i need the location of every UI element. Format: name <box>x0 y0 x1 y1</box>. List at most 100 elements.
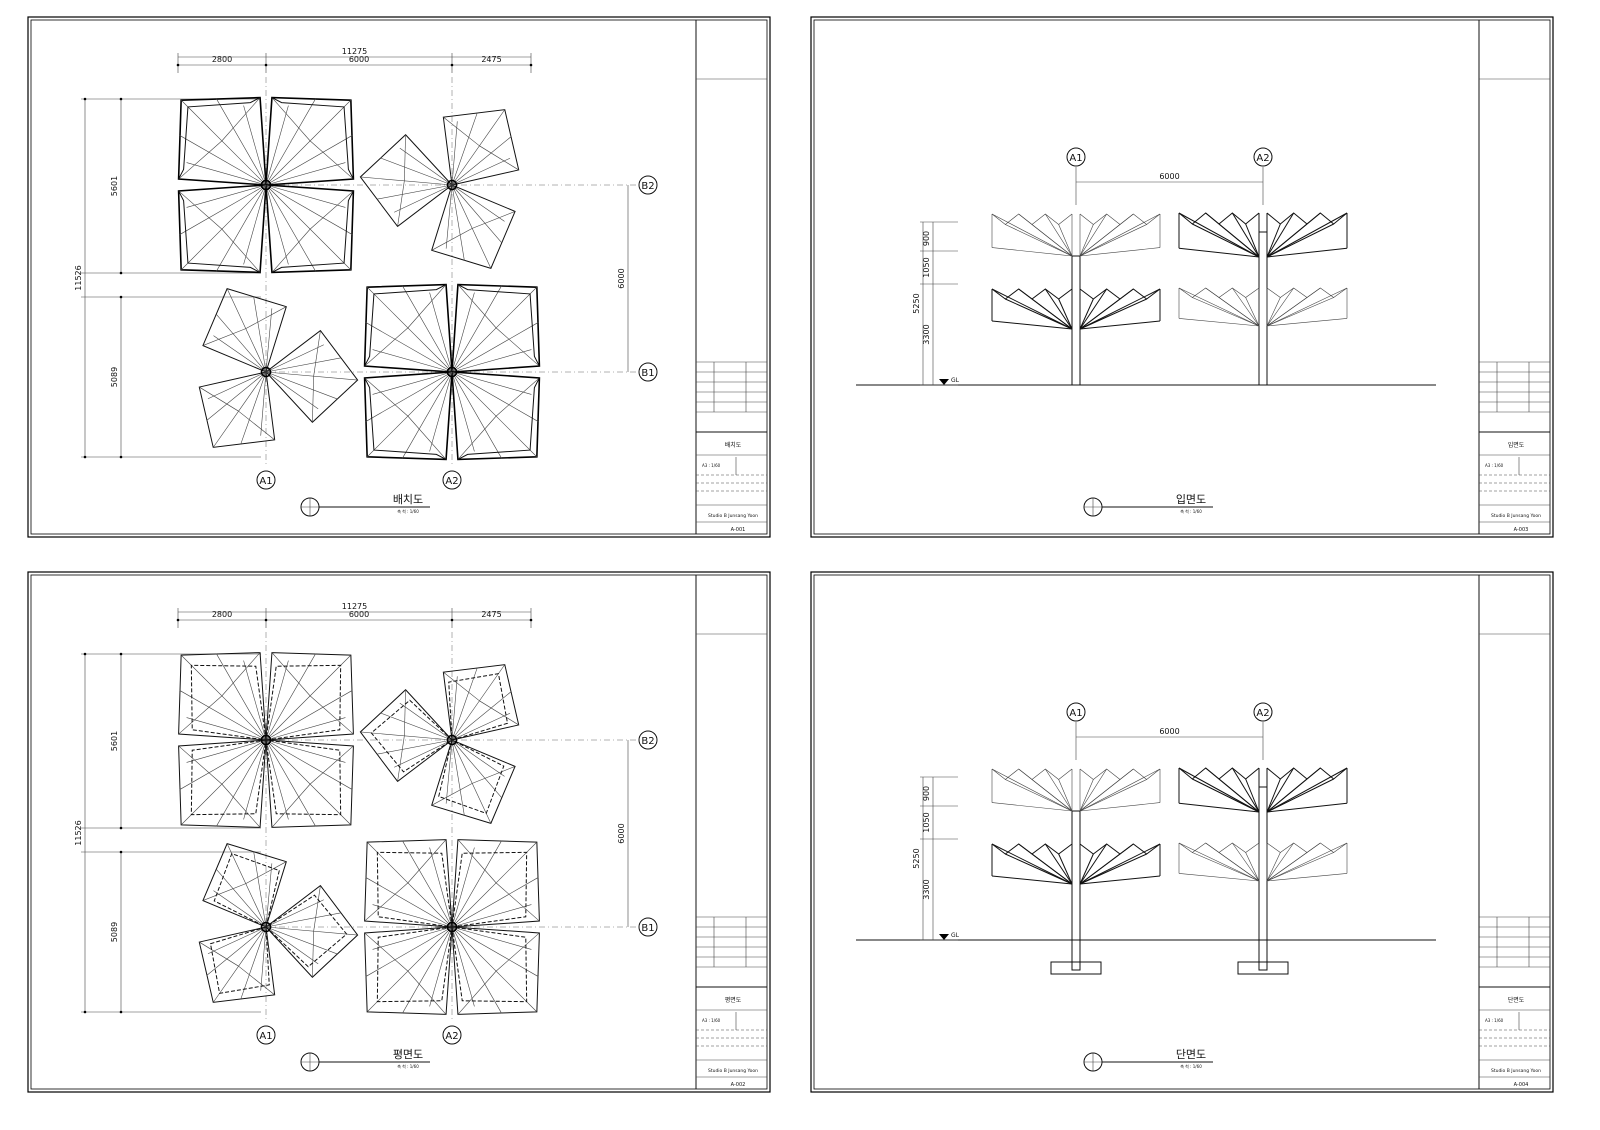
fold-line <box>178 140 223 180</box>
grid-bubble-a1-label: A1 <box>259 476 272 487</box>
fold-line <box>243 105 267 186</box>
fold-line <box>431 228 473 251</box>
canopy-edge <box>991 802 1073 812</box>
dim-h2: 1050 <box>922 257 931 277</box>
fold-line <box>495 932 540 972</box>
fold-line <box>179 739 267 790</box>
canopy-edge <box>1266 873 1348 882</box>
dim-tick <box>119 271 123 275</box>
fold-line <box>313 885 321 932</box>
canopy-rib <box>1266 852 1281 882</box>
level-marker-icon <box>939 934 949 940</box>
petal-inner-edge <box>271 97 354 180</box>
fold-line <box>451 904 532 928</box>
dim-h1: 900 <box>922 786 931 801</box>
canopy-edge <box>1266 247 1348 258</box>
canopy-rib <box>991 843 1073 885</box>
fold-line <box>199 941 239 967</box>
fold-line <box>451 184 503 244</box>
fold-line <box>364 377 409 417</box>
fold-line <box>451 285 502 373</box>
fold-line <box>180 184 267 271</box>
fold-line <box>451 926 532 950</box>
fold-line <box>265 717 346 741</box>
fold-line <box>399 147 453 186</box>
fold-line <box>404 689 406 736</box>
canopy-rib <box>1079 779 1094 812</box>
dim-tick <box>119 455 123 459</box>
fold-line <box>313 330 321 377</box>
dim-tick <box>176 618 180 622</box>
canopy-rib <box>1079 213 1107 257</box>
column-circle <box>446 921 458 933</box>
canopy-rib <box>1079 768 1134 812</box>
fold-line <box>407 970 447 1015</box>
fold-line <box>265 135 353 186</box>
fold-line <box>240 371 267 445</box>
drawing-title: 평면도 <box>393 1048 423 1061</box>
canopy-rib <box>1266 287 1294 327</box>
drawing-scale: 축 척 : 1/60 <box>1180 1063 1202 1069</box>
petal-dashed-edge <box>448 673 509 741</box>
canopy-rib <box>1018 843 1073 885</box>
column-circle <box>260 734 272 746</box>
fold-line <box>265 660 289 741</box>
fold-line <box>265 184 352 271</box>
fold-line <box>404 134 406 181</box>
fold-line <box>364 882 409 922</box>
petal-dashed-edge <box>451 926 528 1003</box>
fold-line <box>457 970 497 1015</box>
fold-line <box>360 731 453 741</box>
petal-inner-edge <box>457 377 540 460</box>
fold-line <box>186 184 267 208</box>
fold-line <box>186 739 267 763</box>
canopy-rib <box>1079 843 1134 885</box>
dim-span: 6000 <box>1159 727 1179 736</box>
fold-line <box>265 739 352 826</box>
fold-line <box>202 883 246 901</box>
fold-line <box>376 184 453 200</box>
column-circle <box>446 179 458 191</box>
petal-dashed-edge <box>190 739 267 816</box>
fold-line <box>265 344 324 373</box>
fold-line <box>180 99 267 186</box>
dim-h1: 5601 <box>110 731 119 751</box>
fold-line <box>407 415 447 460</box>
petal-inner-edge <box>364 284 447 367</box>
canopy-rib <box>1079 213 1134 257</box>
fold-line <box>445 184 453 249</box>
canopy-rib <box>991 288 1073 330</box>
fold-line <box>265 863 273 928</box>
canopy-edge <box>1178 802 1260 813</box>
petal-outline <box>451 839 540 928</box>
canopy-rib <box>1245 297 1260 327</box>
fold-line <box>265 912 342 928</box>
titleblock-drawing-title: 배치도 <box>725 441 742 449</box>
petal-outline <box>451 926 540 1015</box>
fold-line <box>265 371 319 410</box>
grid-bubble-b2-label: B2 <box>641 736 654 747</box>
fold-line <box>180 739 267 826</box>
fold-line <box>365 877 453 928</box>
fold-line <box>206 926 267 976</box>
canopy-rib <box>1045 213 1073 257</box>
sheet-inner-border <box>30 19 768 535</box>
petal-outline <box>178 739 267 828</box>
fold-line <box>221 97 261 142</box>
fold-line <box>445 739 453 804</box>
fold-line <box>495 327 540 367</box>
canopy-rib <box>1079 768 1161 812</box>
petal-dashed-edge <box>376 851 453 928</box>
canopy-rib <box>1245 852 1260 882</box>
fold-line <box>366 926 453 1013</box>
drawing-title: 배치도 <box>393 493 423 506</box>
canopy-rib <box>1205 842 1260 882</box>
fold-line <box>226 843 267 928</box>
canopy-rib <box>1266 842 1294 882</box>
dim-tick <box>264 618 268 622</box>
